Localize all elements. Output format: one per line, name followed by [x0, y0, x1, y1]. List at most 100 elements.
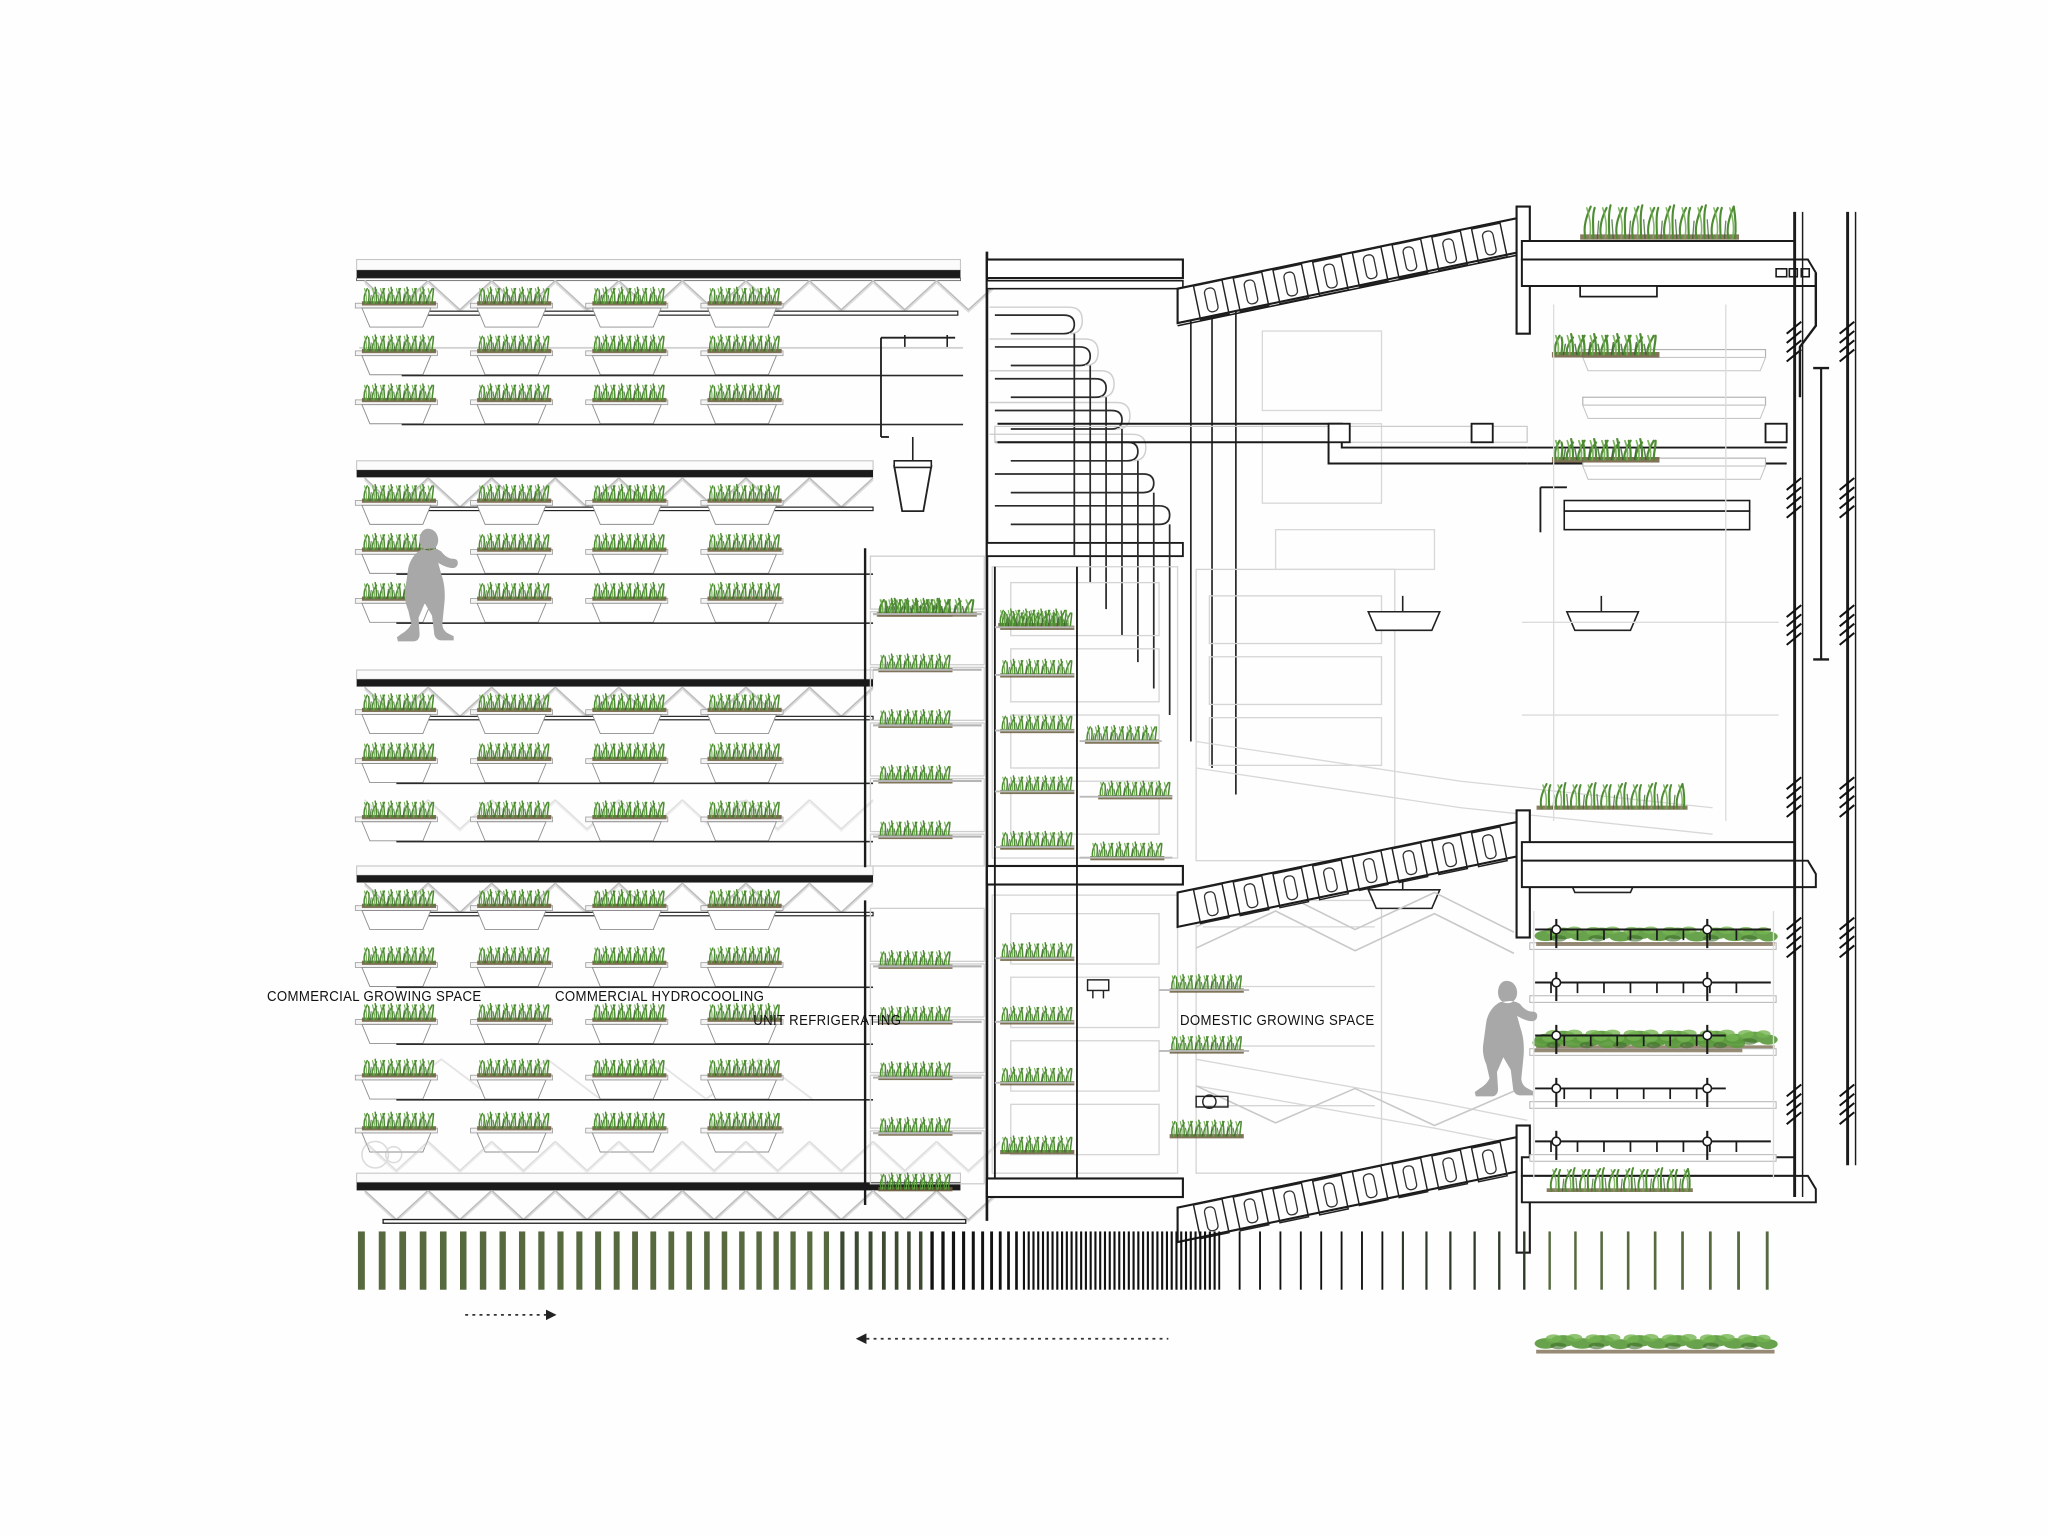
scale-bar-tick — [1075, 1231, 1078, 1290]
scale-bar-tick — [1238, 1231, 1241, 1290]
scale-bar-tick — [739, 1231, 745, 1290]
scale-bar-tick — [1361, 1231, 1363, 1290]
refrigerant-pipe-manifold-ghost — [989, 306, 1147, 462]
diagonal-bracing — [1195, 888, 1515, 1127]
scale-bar-tick — [1103, 1231, 1107, 1290]
scale-bar-tick — [1080, 1231, 1083, 1290]
scale-bar-tick — [1065, 1231, 1068, 1290]
scale-bar-tick — [1708, 1231, 1712, 1290]
scale-bar-tick — [632, 1231, 638, 1290]
planter-row — [354, 945, 874, 989]
structural-columns — [1775, 211, 1857, 1198]
scale-bar-tick — [595, 1231, 602, 1290]
scale-bar-tick — [807, 1231, 813, 1290]
scale-bar-tick — [613, 1231, 620, 1290]
scale-bar-tick — [1189, 1231, 1192, 1290]
scale-bar-tick — [998, 1231, 1002, 1290]
scale-bar-tick — [1401, 1231, 1404, 1290]
scale-bar-tick — [1165, 1231, 1168, 1290]
scale-bar-tick — [1151, 1231, 1154, 1290]
shelf-block-b — [354, 460, 874, 624]
central-growing-strip — [993, 566, 1250, 1179]
legend-connectors — [465, 1309, 1169, 1344]
domestic-shelf — [1550, 332, 1767, 372]
scale-bar-tick — [1320, 1231, 1323, 1290]
scale-bar-tick — [1127, 1231, 1130, 1290]
planter-row — [354, 383, 964, 426]
scale-bar-tick — [981, 1231, 985, 1290]
scale-bar-tick — [1184, 1231, 1188, 1290]
scale-bar-tick — [1118, 1231, 1121, 1290]
scale-bar-tick — [439, 1231, 447, 1290]
scale-bar-tick — [1574, 1231, 1577, 1290]
scale-bar-tick — [907, 1231, 911, 1290]
scale-bar-tick — [1600, 1231, 1603, 1290]
hydrocooling-fixture — [880, 335, 956, 513]
scale-bar-tick — [538, 1231, 545, 1290]
scale-bar-tick — [894, 1231, 899, 1290]
scale-bar-tick — [1070, 1231, 1073, 1290]
scale-bar-tick — [1626, 1231, 1630, 1290]
scale-bar-tick — [557, 1231, 564, 1290]
scale-bar-tick — [1084, 1231, 1087, 1290]
shelf-block-d — [354, 865, 1001, 1224]
scale-bar-tick — [1548, 1231, 1551, 1290]
castellated-beam-upper — [1176, 205, 1531, 335]
scale-bar-tick — [704, 1231, 710, 1290]
scale-bar-tick — [1007, 1231, 1010, 1290]
scale-bar-tick — [1041, 1231, 1045, 1290]
scale-bar-tick — [951, 1231, 956, 1290]
dimension-rod — [1813, 366, 1830, 661]
scale-bar-tick — [773, 1231, 779, 1290]
hydrocooling-rack-lower — [869, 907, 985, 1193]
domestic-shelf — [1550, 437, 1767, 480]
scale-bar-tick — [941, 1231, 945, 1290]
horizontal-beam-mid — [994, 422, 1788, 465]
zone-commercial-hydrocooling — [863, 251, 989, 1221]
legend-label-domestic-growing-space: DOMESTIC GROWING SPACE — [1180, 1012, 1375, 1029]
domestic-shelf — [1539, 486, 1751, 533]
interior-ghost-lines — [1521, 304, 1779, 1179]
scale-bar-tick — [721, 1231, 728, 1290]
scale-bar-tick — [1381, 1231, 1384, 1290]
scale-bar-tick — [1199, 1231, 1202, 1290]
scale-bar-tick — [1180, 1231, 1183, 1290]
legend-label-commercial-hydrocooling: COMMERCIAL HYDROCOOLING — [555, 988, 765, 1005]
scale-bar-tick — [1061, 1231, 1064, 1290]
column-right-inner — [1785, 211, 1804, 1198]
scale-bar-tick — [1146, 1231, 1149, 1290]
planter-row — [354, 1002, 874, 1046]
planter-row — [354, 532, 874, 575]
scale-bar-tick — [1027, 1231, 1030, 1290]
scale-bar-tick — [650, 1231, 657, 1290]
scale-bar-tick — [1737, 1231, 1740, 1290]
slab-bands — [985, 258, 1184, 1199]
vertical-risers — [1073, 293, 1237, 795]
zone-unit-refrigerating — [985, 258, 1713, 1199]
scale-bar-tick — [1425, 1231, 1428, 1290]
scale-bar-tick — [1094, 1231, 1097, 1290]
scale-bar-tick — [1473, 1231, 1476, 1290]
domestic-irrigation-shelves — [1529, 918, 1778, 1354]
scale-bar-tick — [1208, 1231, 1211, 1290]
scale-bar-tick — [668, 1231, 675, 1290]
scale-bar-tick — [868, 1231, 873, 1290]
truss-level-5 — [356, 1140, 1001, 1224]
scale-bar-tick — [1046, 1231, 1049, 1290]
parapet-detail — [1775, 268, 1811, 278]
scale-bar-tick — [1108, 1231, 1111, 1290]
scale-bar-tick — [1340, 1231, 1343, 1290]
planter-row — [354, 334, 964, 377]
hydrocooling-rack-upper — [869, 555, 985, 867]
scale-bar-tick — [1175, 1231, 1178, 1290]
scale-bar-tick — [990, 1231, 994, 1290]
scale-bar-tick — [1259, 1231, 1261, 1290]
scale-bar-tick — [1099, 1231, 1102, 1290]
scale-bar-tick — [1156, 1231, 1159, 1290]
scale-bar-tick — [1122, 1231, 1126, 1290]
scale-bar-tick — [1765, 1231, 1769, 1290]
mechanical-ghost-framing — [991, 566, 1396, 1174]
scale-bar-tick — [378, 1231, 386, 1290]
